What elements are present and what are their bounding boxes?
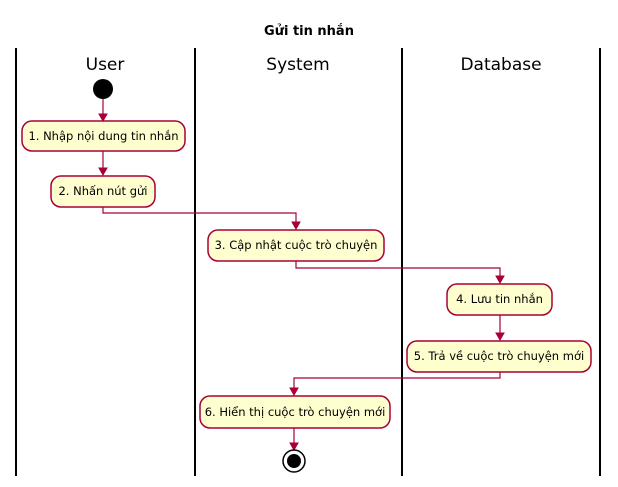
activity-label: 2. Nhấn nút gửi bbox=[58, 184, 147, 198]
activity-label: 6. Hiển thị cuộc trò chuyện mới bbox=[205, 405, 386, 419]
activity-step-2: 2. Nhấn nút gửi bbox=[50, 175, 156, 208]
activity-box bbox=[199, 395, 391, 429]
edge-step-2-to-step-3 bbox=[102, 207, 297, 223]
activity-label: 3. Cập nhật cuộc trò chuyện bbox=[215, 238, 378, 252]
lane-title-database: Database bbox=[460, 55, 541, 75]
edge-step-3-to-step-4 bbox=[295, 261, 501, 277]
arrowhead bbox=[495, 275, 505, 285]
activity-box bbox=[21, 120, 186, 152]
activity-step-5: 5. Trả về cuộc trò chuyện mới bbox=[406, 340, 592, 373]
end-node bbox=[282, 449, 306, 473]
lane-title-user: User bbox=[86, 55, 125, 75]
arrowhead bbox=[289, 387, 299, 397]
end-node-inner-dot bbox=[287, 454, 301, 468]
activity-label: 1. Nhập nội dung tin nhắn bbox=[28, 129, 178, 143]
arrowhead bbox=[495, 332, 505, 342]
edge-step-5-to-step-6 bbox=[293, 372, 501, 389]
activity-label: 5. Trả về cuộc trò chuyện mới bbox=[414, 349, 584, 363]
activity-box bbox=[50, 175, 156, 208]
lane-title-system: System bbox=[266, 55, 329, 75]
activity-box bbox=[446, 283, 553, 316]
arrowhead bbox=[289, 442, 299, 452]
activity-label: 4. Lưu tin nhắn bbox=[456, 292, 543, 306]
activity-box bbox=[406, 340, 592, 373]
edges bbox=[98, 99, 505, 452]
arrowhead bbox=[291, 221, 301, 231]
activity-step-3: 3. Cập nhật cuộc trò chuyện bbox=[207, 229, 385, 262]
diagram-title: Gửi tin nhắn bbox=[264, 24, 354, 39]
activity-step-6: 6. Hiển thị cuộc trò chuyện mới bbox=[199, 395, 391, 429]
arrowhead bbox=[98, 167, 108, 177]
activity-box bbox=[207, 229, 385, 262]
activity-step-1: 1. Nhập nội dung tin nhắn bbox=[21, 120, 186, 152]
start-node bbox=[93, 79, 113, 99]
arrowhead bbox=[98, 113, 108, 123]
activity-step-4: 4. Lưu tin nhắn bbox=[446, 283, 553, 316]
